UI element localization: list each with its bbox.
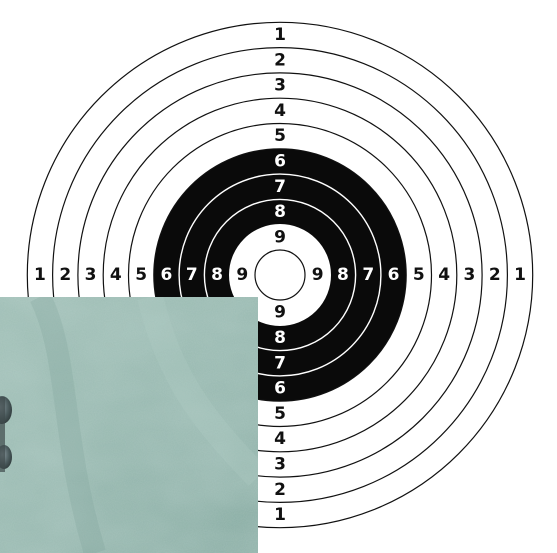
ring-number-9-left: 9 xyxy=(236,265,248,285)
ring-number-6-top: 6 xyxy=(274,151,286,171)
ring-number-8-left: 8 xyxy=(211,265,223,285)
ring-number-1-right: 1 xyxy=(514,265,526,285)
ring-number-2-right: 2 xyxy=(489,265,501,285)
ring-number-3-top: 3 xyxy=(274,76,286,96)
ring-number-9-top: 9 xyxy=(274,227,286,247)
ring-number-5-right: 5 xyxy=(413,265,425,285)
ring-number-6-right: 6 xyxy=(388,265,400,285)
cloth-texture-image xyxy=(0,297,258,553)
ring-number-5-top: 5 xyxy=(274,126,286,146)
ring-number-1-bottom: 1 xyxy=(274,505,286,525)
ring-number-2-top: 2 xyxy=(274,50,286,70)
ring-number-1-left: 1 xyxy=(34,265,46,285)
ring-number-7-top: 7 xyxy=(274,177,286,197)
ring-number-2-bottom: 2 xyxy=(274,480,286,500)
ring-number-7-left: 7 xyxy=(186,265,198,285)
ring-number-8-bottom: 8 xyxy=(274,328,286,348)
ring-number-7-bottom: 7 xyxy=(274,353,286,373)
ring-number-2-left: 2 xyxy=(59,265,71,285)
ring-number-5-bottom: 5 xyxy=(274,404,286,424)
ring-number-3-left: 3 xyxy=(85,265,97,285)
ring-number-4-left: 4 xyxy=(110,265,122,285)
ring-number-4-bottom: 4 xyxy=(274,429,286,449)
ring-number-3-right: 3 xyxy=(464,265,476,285)
ring-number-8-right: 8 xyxy=(337,265,349,285)
ring-number-9-bottom: 9 xyxy=(274,303,286,323)
center-circle xyxy=(255,250,305,300)
ring-number-5-left: 5 xyxy=(135,265,147,285)
ring-number-1-top: 1 xyxy=(274,25,286,45)
ring-number-3-bottom: 3 xyxy=(274,454,286,474)
ring-number-7-right: 7 xyxy=(362,265,374,285)
ring-number-6-bottom: 6 xyxy=(274,379,286,399)
ring-number-6-left: 6 xyxy=(161,265,173,285)
cloth-photo-overlay xyxy=(0,297,258,553)
ring-number-9-right: 9 xyxy=(312,265,324,285)
ring-number-4-top: 4 xyxy=(274,101,286,121)
ring-number-4-right: 4 xyxy=(438,265,450,285)
ring-number-8-top: 8 xyxy=(274,202,286,222)
